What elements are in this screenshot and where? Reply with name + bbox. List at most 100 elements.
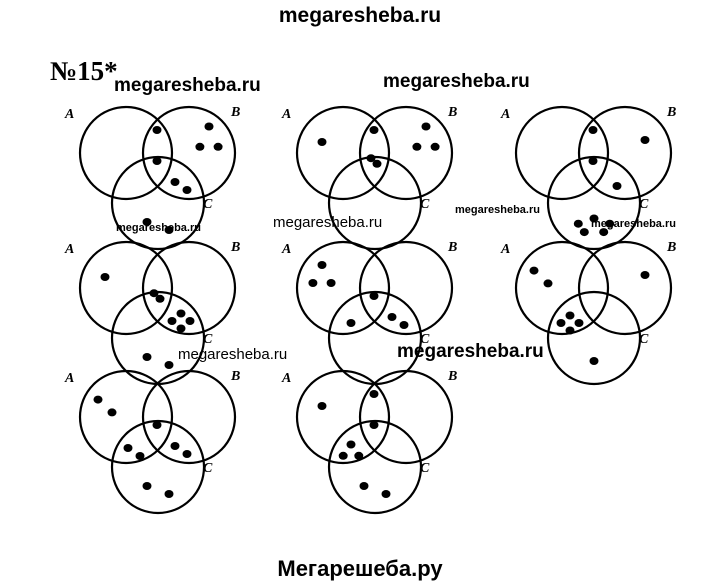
venn-8-label-b: B [447,369,457,384]
venn-6-dot-b-only [640,271,650,279]
venn-6-circle-c [546,290,642,386]
venn-5-dot-a-only [326,279,336,287]
venn-4-dot-b-c-only [185,317,195,325]
venn-4-dot-a-b-c [155,294,165,303]
venn-4-circle-b [141,240,237,336]
venn-4-dot-a-b-c [149,289,159,298]
venn-8-dot-c-only [381,490,391,498]
venn-8-circle-b [358,369,454,465]
venn-6-dot-a-c-only [574,319,584,327]
venn-2-dot-b-only [430,142,440,151]
venn-1-label-c: C [203,197,213,212]
venn-1-circle-c [110,155,206,251]
venn-1-circle-b [141,105,237,201]
venn-7-dot-a-c-only [135,452,145,460]
venn-5-dot-b-c-only [399,321,409,329]
venn-8-circle-c [327,419,423,515]
venn-3-dot-a-b-only [588,126,598,134]
venn-7-dot-b-c-only [182,450,192,458]
venn-8-dot-c-only [359,482,369,490]
venn-5-label-b: B [447,240,457,255]
venn-3-dot-c-only [605,219,615,228]
venn-5-dot-a-c-only [346,319,356,327]
venn-2-label-c: C [420,197,430,212]
venn-6-label-c: C [639,332,649,347]
watermark: megaresheba.ru [591,218,676,230]
venn-1-dot-c-only [164,226,174,234]
venn-5-dot-a-b-c [369,292,379,300]
venn-7-label-b: B [230,369,240,384]
venn-6-dot-a-c-only [556,319,566,327]
footer-site-title: Мегарешеба.ру [277,556,443,581]
venn-4-label-b: B [230,240,240,255]
venn-7-label-c: C [203,461,213,476]
venn-8-dot-a-b-only [369,390,379,398]
venn-3-label-a: A [500,107,510,122]
venn-6-dot-c-only [589,357,599,365]
venn-7-dot-a-b-c [152,421,162,429]
venn-3-dot-a-b-c [588,157,598,165]
venn-2-circle-b [358,105,454,201]
venn-4-dot-b-c-only [176,324,186,333]
venn-6-dot-a-c-only [565,311,575,320]
venn-8-dot-a-c-only [354,451,364,460]
venn-4-label-c: C [203,332,213,347]
venn-4-circle-a [78,240,174,336]
venn-6-label-a: A [500,242,510,257]
venn-8-label-c: C [420,461,430,476]
venn-5-dot-a-only [317,261,327,269]
watermark: megaresheba.ru [114,75,261,96]
venn-7-circle-b [141,369,237,465]
venn-3-dot-c-only [573,219,583,228]
venn-2-dot-a-b-c [366,154,376,163]
venn-5-circle-b [358,240,454,336]
venn-3-dot-b-only [640,136,650,144]
venn-5-label-a: A [281,242,291,257]
venn-8-label-a: A [281,371,291,386]
venn-6-circle-b [577,240,673,336]
venn-8-dot-a-c-only [346,440,356,449]
watermark: megaresheba.ru [273,214,383,231]
venn-7-label-a: A [64,371,74,386]
venn-4-label-a: A [64,242,74,257]
venn-2-label-a: A [281,107,291,122]
watermark: megaresheba.ru [455,204,540,216]
venn-1-circle-a [78,105,174,201]
venn-2-dot-b-only [412,142,422,151]
venn-1-label-a: A [64,107,74,122]
venn-8-dot-a-only [317,402,327,410]
venn-5-dot-b-c-only [387,313,397,321]
venn-6-dot-a-only [529,266,539,275]
venn-1-dot-b-only [204,122,214,131]
venn-6-dot-a-only [543,279,553,288]
venn-4-dot-a-only [100,273,110,281]
venn-7-dot-c-only [142,482,152,490]
venn-7-dot-a-only [107,408,117,417]
venn-2-dot-b-only [421,122,431,131]
watermark: megaresheba.ru [383,71,530,92]
venn-5-dot-a-only [308,279,318,287]
venn-7-dot-a-c-only [123,444,133,452]
venn-1-dot-b-c-only [170,178,180,186]
venn-4-dot-b-c-only [167,317,177,325]
venn-3-circle-c [546,155,642,251]
venn-4-dot-b-c-only [176,309,186,318]
venn-3-dot-b-c-only [612,182,622,190]
venn-8-dot-a-b-c [369,421,379,429]
venn-2-dot-a-b-only [369,126,379,134]
venn-1-label-b: B [230,105,240,120]
venn-7-dot-c-only [164,490,174,498]
venn-7-dot-b-c-only [170,442,180,450]
venn-7-circle-c [110,419,206,515]
problem-number: №15* [50,56,118,86]
venn-4-dot-c-only [142,353,152,361]
venn-3-dot-c-only [599,228,609,237]
venn-2-label-b: B [447,105,457,120]
venn-8-circle-a [295,369,391,465]
venn-3-dot-c-only [579,228,589,237]
venn-3-circle-a [514,105,610,201]
venn-8-dot-a-c-only [338,451,348,460]
venn-3-label-b: B [666,105,676,120]
watermark: megaresheba.ru [178,346,288,363]
